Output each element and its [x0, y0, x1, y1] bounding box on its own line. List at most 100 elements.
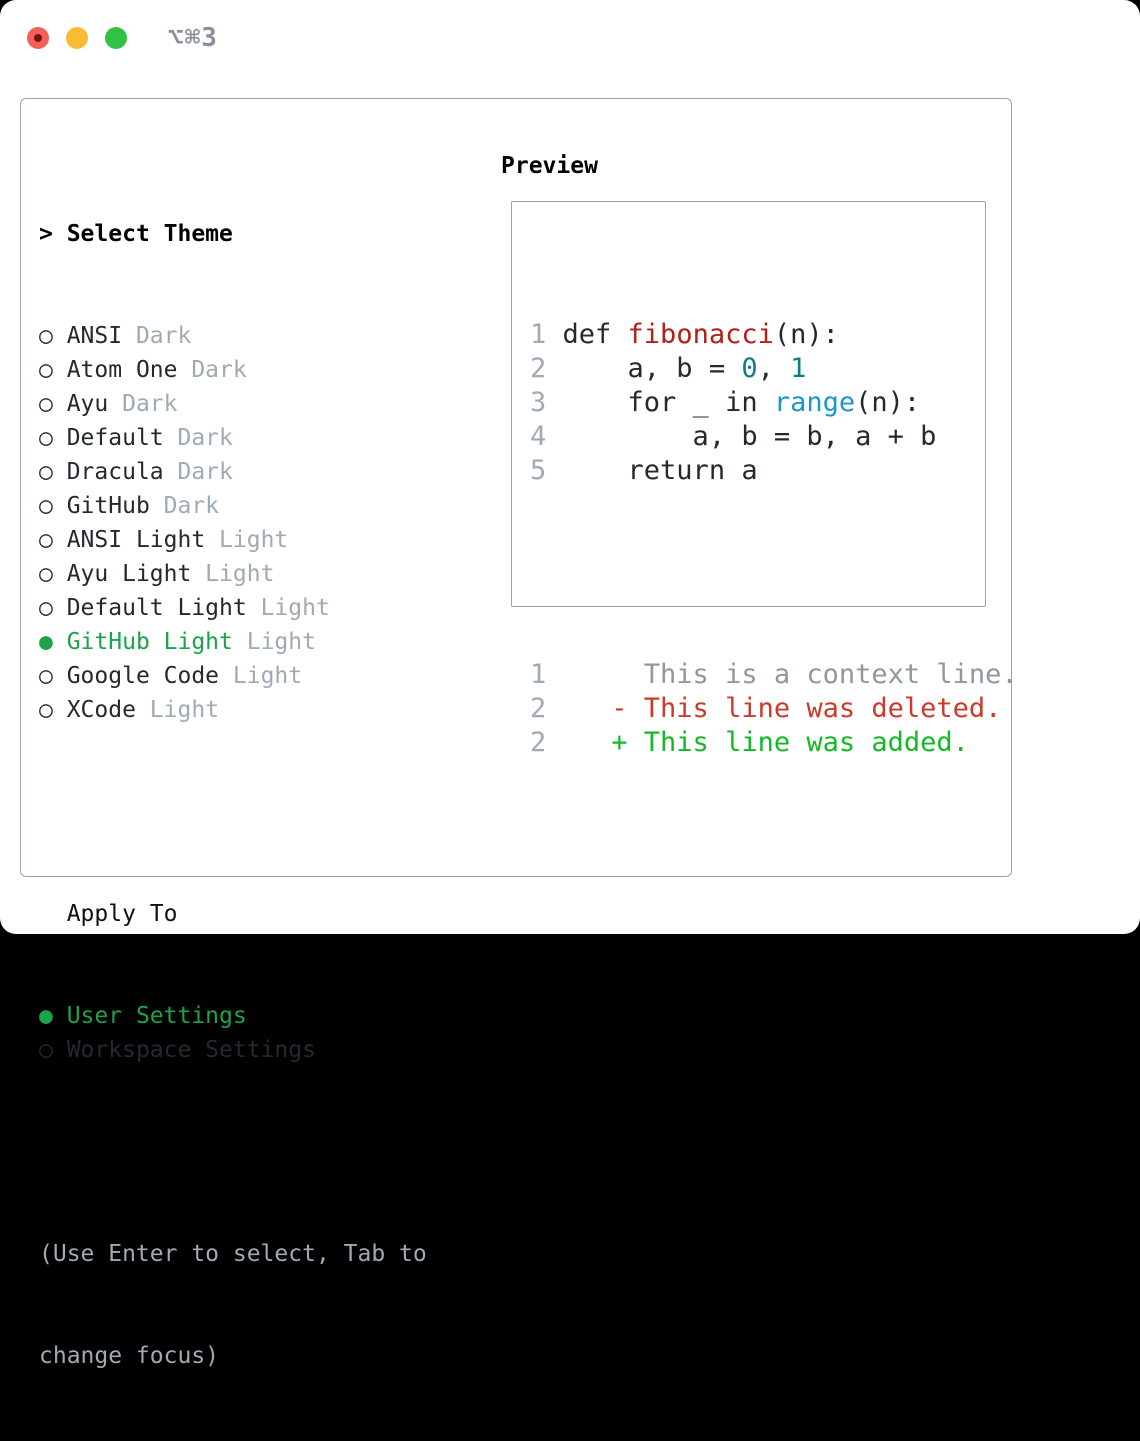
preview-heading: Preview — [501, 153, 598, 179]
theme-name: Ayu Light — [66, 561, 192, 587]
code-segment: 0 — [741, 353, 758, 384]
theme-item-ayu[interactable]: ○ Ayu Dark — [39, 387, 427, 421]
code-segment: fibonacci — [627, 319, 774, 350]
theme-name: Default Light — [66, 595, 247, 621]
minimize-button[interactable] — [66, 27, 88, 49]
radio-unselected-icon: ○ — [39, 493, 67, 519]
radio-unselected-icon: ○ — [39, 391, 67, 417]
code-segment: , — [757, 353, 791, 384]
theme-name: XCode — [66, 697, 136, 723]
radio-selected-icon: ● — [39, 629, 67, 655]
code-segment: a, b = b, a + b — [562, 421, 937, 452]
theme-variant: Light — [219, 663, 303, 689]
line-number: 5 — [530, 455, 563, 486]
theme-name: ANSI — [66, 323, 123, 349]
code-line: 5 return a — [530, 454, 977, 488]
theme-variant: Dark — [122, 323, 192, 349]
radio-unselected-icon: ○ — [39, 697, 67, 723]
apply-option-label: Workspace Settings — [66, 1037, 316, 1063]
diff-line: 1 This is a context line. — [530, 658, 1018, 692]
apply-option-workspace-settings[interactable]: ○ Workspace Settings — [39, 1033, 427, 1067]
theme-item-default[interactable]: ○ Default Dark — [39, 421, 427, 455]
hint-text-line-2: change focus) — [39, 1343, 220, 1369]
diff-line: 2 - This line was deleted. — [530, 692, 1001, 726]
spacer — [39, 1135, 427, 1169]
radio-unselected-icon: ○ — [39, 459, 67, 485]
theme-variant: Dark — [163, 459, 233, 485]
code-line: 1 def fibonacci(n): — [530, 318, 977, 352]
apply-option-user-settings[interactable]: ● User Settings — [39, 999, 427, 1033]
line-number: 3 — [530, 387, 563, 418]
code-segment: (n): — [773, 319, 839, 350]
theme-name: ANSI Light — [66, 527, 206, 553]
code-line: 4 a, b = b, a + b — [530, 420, 977, 454]
code-segment: + This line was added. — [562, 727, 969, 758]
theme-name: GitHub Light — [66, 629, 233, 655]
apply-to-heading: Apply To — [39, 901, 178, 927]
code-segment: return a — [562, 455, 758, 486]
code-segment: 1 — [790, 353, 807, 384]
theme-variant: Dark — [149, 493, 220, 519]
window-title: ⌥⌘3 — [168, 23, 218, 53]
theme-item-ansi-light[interactable]: ○ ANSI Light Light — [39, 523, 427, 557]
line-number: 1 — [530, 319, 563, 350]
theme-item-dracula[interactable]: ○ Dracula Dark — [39, 455, 427, 489]
hint-text-line-1: (Use Enter to select, Tab to — [39, 1241, 427, 1267]
theme-item-github[interactable]: ○ GitHub Dark — [39, 489, 427, 523]
theme-name: Ayu — [66, 391, 109, 417]
spacer — [39, 795, 427, 829]
radio-unselected-icon: ○ — [39, 357, 67, 383]
code-line: 3 for _ in range(n): — [530, 386, 977, 420]
theme-selector-panel: > Select Theme ○ ANSI Dark○ Atom One Dar… — [20, 98, 1018, 1369]
titlebar: ⌥⌘3 — [0, 0, 1140, 76]
radio-unselected-icon: ○ — [39, 425, 67, 451]
theme-variant: Light — [246, 595, 330, 621]
close-button[interactable] — [27, 27, 49, 49]
code-segment: (n): — [855, 387, 921, 418]
theme-item-github-light[interactable]: ● GitHub Light Light — [39, 625, 427, 659]
theme-item-xcode[interactable]: ○ XCode Light — [39, 693, 427, 727]
diff-line: 2 + This line was added. — [530, 726, 977, 760]
theme-name: GitHub — [66, 493, 150, 519]
theme-name: Atom One — [66, 357, 178, 383]
theme-item-default-light[interactable]: ○ Default Light Light — [39, 591, 427, 625]
code-segment: for _ in — [562, 387, 774, 418]
theme-variant: Light — [205, 527, 289, 553]
radio-unselected-icon: ○ — [39, 595, 67, 621]
theme-item-google-code[interactable]: ○ Google Code Light — [39, 659, 427, 693]
radio-unselected-icon: ○ — [39, 561, 67, 587]
traffic-lights — [27, 27, 127, 49]
theme-variant: Dark — [163, 425, 233, 451]
line-number: 2 — [530, 727, 563, 758]
apply-to-list: ● User Settings○ Workspace Settings — [39, 999, 427, 1067]
line-number: 1 — [530, 659, 563, 690]
radio-selected-icon: ● — [39, 1003, 67, 1029]
theme-variant: Light — [135, 697, 220, 723]
theme-variant: Light — [232, 629, 316, 655]
radio-unselected-icon: ○ — [39, 663, 67, 689]
theme-item-ansi[interactable]: ○ ANSI Dark — [39, 319, 427, 353]
code-segment: This is a context line. — [562, 659, 1018, 690]
code-segment: a, b = — [562, 353, 742, 384]
theme-item-ayu-light[interactable]: ○ Ayu Light Light — [39, 557, 427, 591]
radio-unselected-icon: ○ — [39, 527, 67, 553]
spacer — [530, 556, 977, 590]
code-segment: range — [773, 387, 856, 418]
line-number: 4 — [530, 421, 563, 452]
theme-variant: Dark — [177, 357, 247, 383]
prompt-arrow-icon: > — [39, 221, 67, 247]
theme-variant: Dark — [108, 391, 178, 417]
line-number: 2 — [530, 693, 563, 724]
theme-variant: Light — [191, 561, 275, 587]
theme-name: Google Code — [66, 663, 220, 689]
theme-column: > Select Theme ○ ANSI Dark○ Atom One Dar… — [39, 149, 427, 1441]
zoom-button[interactable] — [105, 27, 127, 49]
theme-item-atom-one[interactable]: ○ Atom One Dark — [39, 353, 427, 387]
app-window: ⌥⌘3 > Select Theme ○ ANSI Dark○ Atom One… — [0, 0, 1140, 1369]
radio-unselected-icon: ○ — [39, 1037, 67, 1063]
close-dot-icon — [34, 34, 42, 42]
line-number: 2 — [530, 353, 563, 384]
